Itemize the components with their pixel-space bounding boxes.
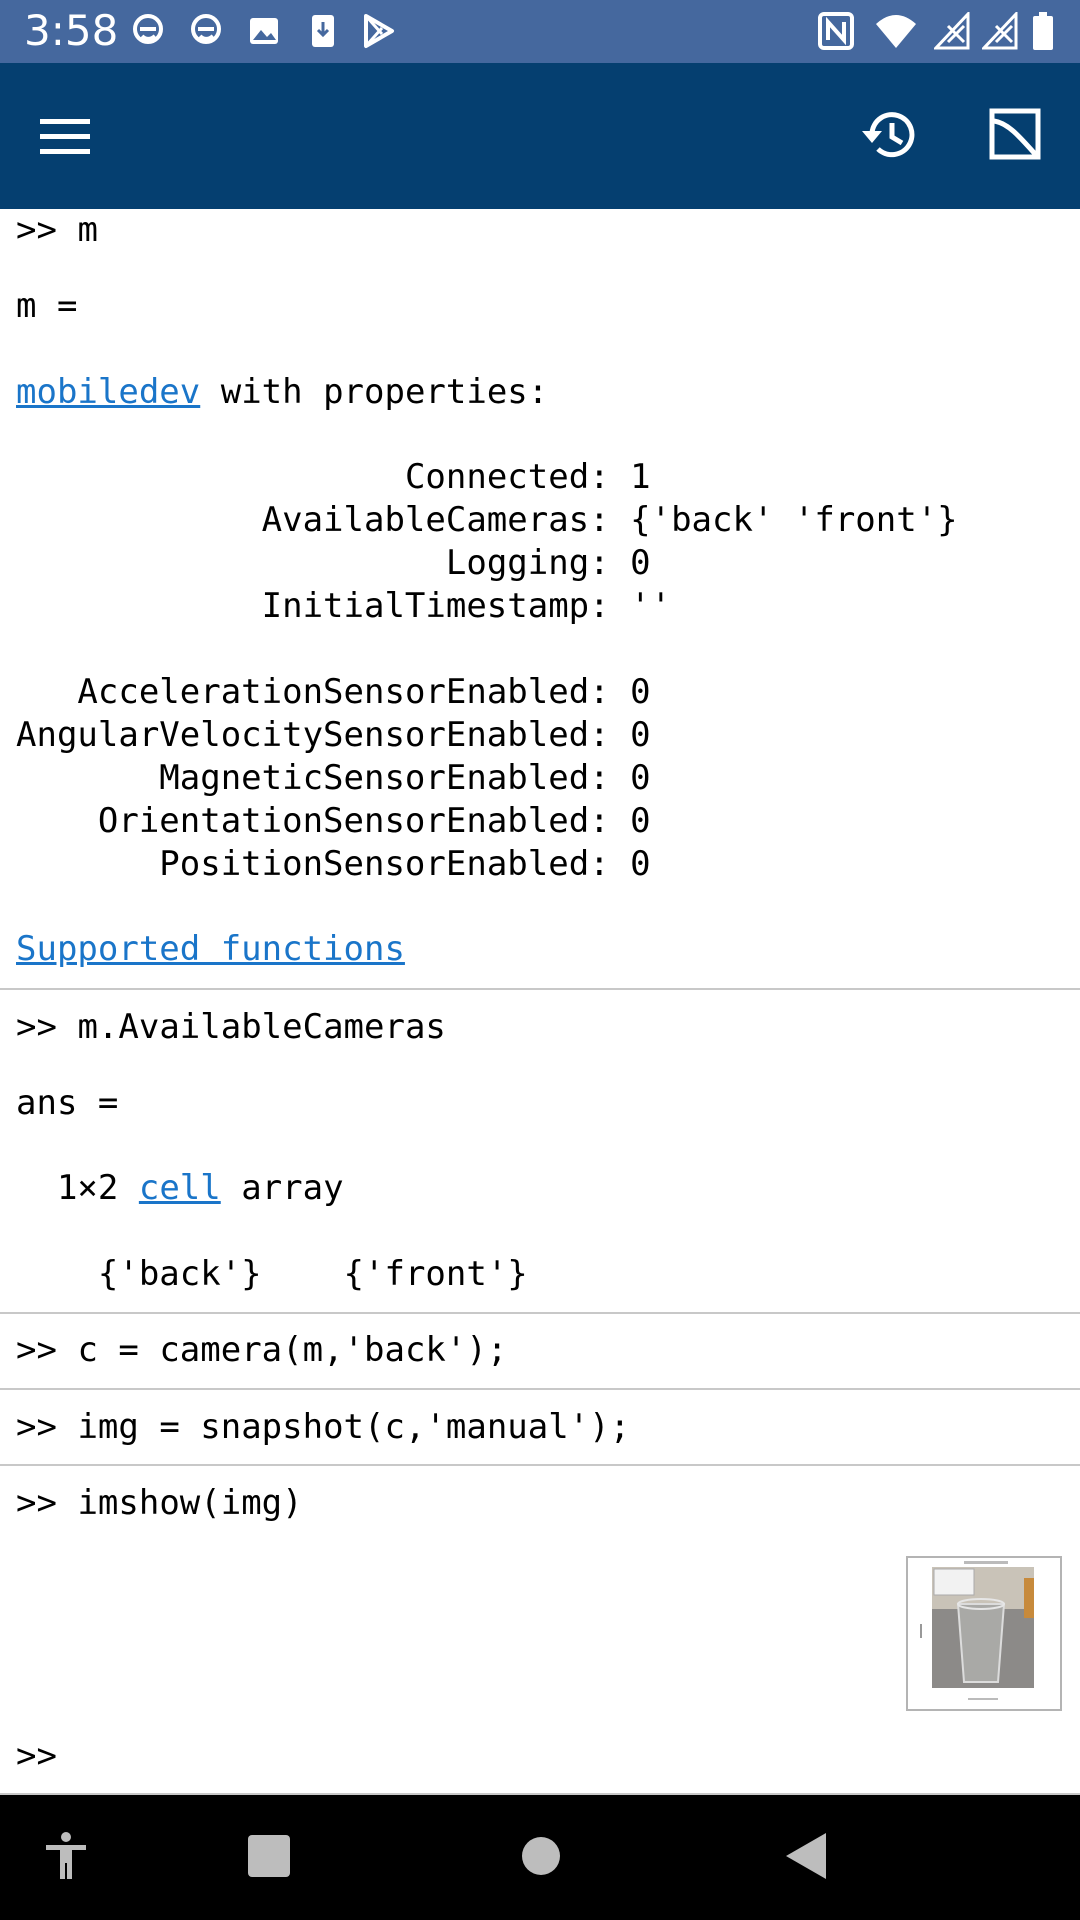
property-padding: [16, 586, 262, 626]
property-value: 0: [630, 801, 651, 841]
divider: [0, 1388, 1080, 1390]
result-variable: m =: [16, 286, 78, 326]
mobiledev-link[interactable]: mobiledev: [16, 372, 201, 412]
navigation-bar: [0, 1795, 1080, 1920]
property-row: InitialTimestamp: '': [16, 585, 671, 628]
command-text: m: [77, 210, 98, 250]
property-name: Connected:: [404, 457, 610, 497]
property-padding: [16, 500, 262, 540]
result-variable: ans =: [16, 1083, 119, 1123]
property-row: PositionSensorEnabled: 0: [16, 843, 651, 886]
property-value: 0: [630, 844, 651, 884]
no-signal-icon: [934, 12, 970, 50]
property-name: AvailableCameras:: [261, 500, 610, 540]
command-text: imshow(img): [77, 1483, 303, 1523]
property-row: Logging: 0: [16, 542, 651, 585]
property-name: PositionSensorEnabled:: [159, 844, 610, 884]
property-padding: [16, 758, 159, 798]
prompt: >>: [16, 1483, 57, 1523]
cell-array-line: 1×2 cell array: [16, 1167, 344, 1210]
divider: [0, 1312, 1080, 1314]
property-name: OrientationSensorEnabled:: [97, 801, 610, 841]
class-suffix: with properties:: [220, 372, 549, 412]
prompt: >>: [16, 1407, 57, 1447]
prompt: >>: [16, 1007, 57, 1047]
property-value: 0: [630, 715, 651, 755]
command-text: m.AvailableCameras: [77, 1007, 446, 1047]
property-padding: [16, 543, 446, 583]
download-icon: [312, 15, 334, 47]
cell-back: {'back'}: [97, 1254, 262, 1294]
supported-functions-line: Supported functions: [16, 928, 405, 971]
property-value: '': [630, 586, 672, 626]
array-word: array: [241, 1168, 344, 1208]
property-row: AvailableCameras: {'back' 'front'}: [16, 499, 958, 542]
command-text: c = camera(m,'back');: [77, 1330, 508, 1370]
property-padding: [16, 801, 98, 841]
property-row: OrientationSensorEnabled: 0: [16, 800, 651, 843]
divider: [0, 1464, 1080, 1466]
divider: [0, 988, 1080, 990]
property-value: 0: [630, 758, 651, 798]
status-bar: 3:58: [0, 0, 1080, 63]
command-line: >> m.AvailableCameras: [16, 1006, 446, 1049]
property-padding: [16, 672, 77, 712]
property-value: 0: [630, 543, 651, 583]
command-line: >> c = camera(m,'back');: [16, 1329, 507, 1372]
array-size: 1×2: [56, 1168, 119, 1208]
command-line: >> imshow(img): [16, 1482, 303, 1525]
property-value: 1: [630, 457, 651, 497]
prompt: >>: [16, 1330, 57, 1370]
app-bar: [0, 63, 1080, 209]
property-name: Logging:: [445, 543, 610, 583]
property-value: 0: [630, 672, 651, 712]
active-prompt[interactable]: >>: [16, 1736, 57, 1776]
command-line: >> img = snapshot(c,'manual');: [16, 1406, 630, 1449]
cell-link[interactable]: cell: [138, 1168, 221, 1208]
battery-icon: [1033, 12, 1053, 50]
back-icon[interactable]: [784, 1831, 828, 1881]
wifi-icon: [876, 15, 916, 48]
property-padding: [16, 844, 159, 884]
menu-icon[interactable]: [40, 109, 100, 165]
divider: [0, 1793, 1080, 1795]
accessibility-icon[interactable]: [44, 1831, 88, 1881]
edge-notification-icon: [133, 14, 163, 44]
cell-values-line: {'back'} {'front'}: [16, 1253, 528, 1296]
property-row: Connected: 1: [16, 456, 651, 499]
status-time: 3:58: [24, 6, 119, 55]
property-row: AccelerationSensorEnabled: 0: [16, 671, 651, 714]
property-name: AccelerationSensorEnabled:: [77, 672, 610, 712]
property-padding: [16, 457, 405, 497]
prompt: >>: [16, 210, 57, 250]
snapshot-image: [908, 1558, 1060, 1709]
no-signal-icon: [982, 12, 1018, 50]
play-store-icon: [364, 14, 394, 48]
property-value: {'back' 'front'}: [630, 500, 958, 540]
history-icon[interactable]: [858, 103, 922, 167]
property-name: AngularVelocitySensorEnabled:: [16, 715, 610, 755]
figure-thumbnail[interactable]: [906, 1556, 1062, 1711]
supported-functions-link[interactable]: Supported functions: [16, 929, 405, 969]
property-name: InitialTimestamp:: [261, 586, 610, 626]
gallery-icon: [250, 18, 278, 44]
nfc-icon: [818, 12, 854, 50]
command-line: >> m: [16, 209, 98, 252]
edge-notification-icon: [191, 14, 221, 44]
command-window[interactable]: >> m m = mobiledev with properties: Conn…: [0, 209, 1080, 1795]
cell-front: {'front'}: [343, 1254, 528, 1294]
command-text: img = snapshot(c,'manual');: [77, 1407, 631, 1447]
recents-icon[interactable]: [248, 1835, 290, 1877]
class-line: mobiledev with properties:: [16, 371, 548, 414]
figure-icon[interactable]: [986, 103, 1050, 167]
home-icon[interactable]: [520, 1835, 562, 1877]
property-row: MagneticSensorEnabled: 0: [16, 757, 651, 800]
property-row: AngularVelocitySensorEnabled: 0: [16, 714, 651, 757]
property-name: MagneticSensorEnabled:: [159, 758, 610, 798]
